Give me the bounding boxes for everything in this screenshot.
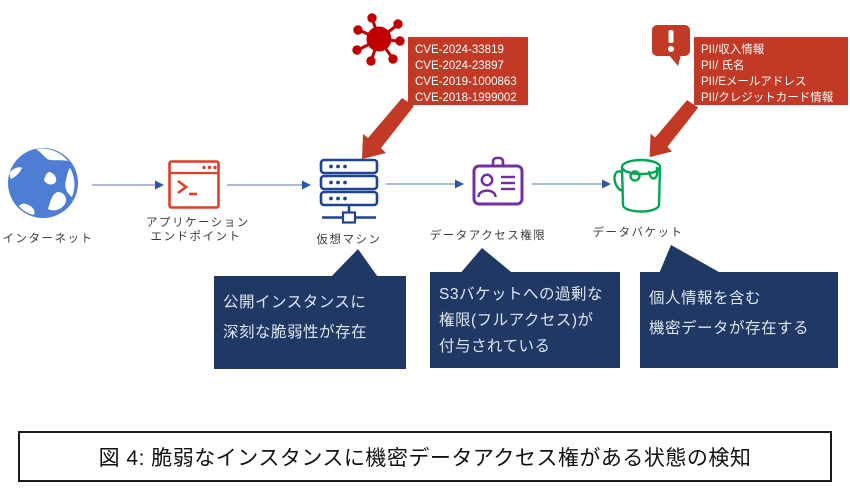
pii-item: PII/収入情報	[701, 44, 765, 56]
cve-item: CVE-2018-1999002	[415, 92, 517, 104]
flow-arrow-3	[386, 179, 464, 189]
flow-arrow-1	[92, 180, 164, 190]
node-label-vm: 仮想マシン	[316, 234, 382, 246]
node-label-app-endpoint: アプリケーション エンドポイント	[146, 217, 250, 243]
cve-list-box: CVE-2024-33819 CVE-2024-23897 CVE-2019-1…	[408, 37, 528, 105]
flow-arrow-2	[227, 180, 311, 190]
id-badge-icon	[472, 156, 524, 206]
globe-icon	[8, 148, 78, 218]
node-label-data-bucket: データバケット	[592, 227, 684, 239]
attack-arrow-bucket-icon	[649, 100, 699, 158]
figure-caption-box: 図 4: 脆弱なインスタンスに機密データアクセス権がある状態の検知	[18, 431, 832, 482]
cve-item: CVE-2019-1000863	[415, 76, 517, 88]
terminal-window-icon	[168, 160, 220, 209]
callout-sensitive-data: 個人情報を含む 機密データが存在する	[640, 272, 838, 368]
pii-item: PII/クレジットカード情報	[701, 92, 834, 104]
pii-list-box: PII/収入情報 PII/ 氏名 PII/Eメールアドレス PII/クレジットカ…	[694, 37, 848, 105]
attack-arrow-vm-icon	[362, 98, 414, 159]
warning-icon	[652, 25, 690, 66]
callout-1-tail	[328, 249, 380, 280]
callout-excess-permission: S3バケットへの過剰な 権限(フルアクセス)が 付与されている	[430, 272, 620, 368]
figure-caption: 図 4: 脆弱なインスタンスに機密データアクセス権がある状態の検知	[98, 446, 752, 470]
pii-item: PII/Eメールアドレス	[701, 76, 807, 88]
flow-arrow-4	[532, 179, 611, 189]
cve-item: CVE-2024-23897	[415, 60, 504, 72]
virus-icon	[352, 13, 405, 66]
server-icon	[319, 158, 379, 224]
cve-item: CVE-2024-33819	[415, 44, 504, 56]
bucket-icon	[613, 158, 662, 213]
pii-item: PII/ 氏名	[701, 60, 745, 72]
callout-3-tail	[658, 245, 726, 276]
callout-2-tail	[458, 248, 516, 276]
node-label-internet: インターネット	[2, 233, 94, 245]
node-label-data-access: データアクセス権限	[429, 230, 547, 242]
callout-vulnerability: 公開インスタンスに 深刻な脆弱性が存在	[214, 276, 406, 369]
